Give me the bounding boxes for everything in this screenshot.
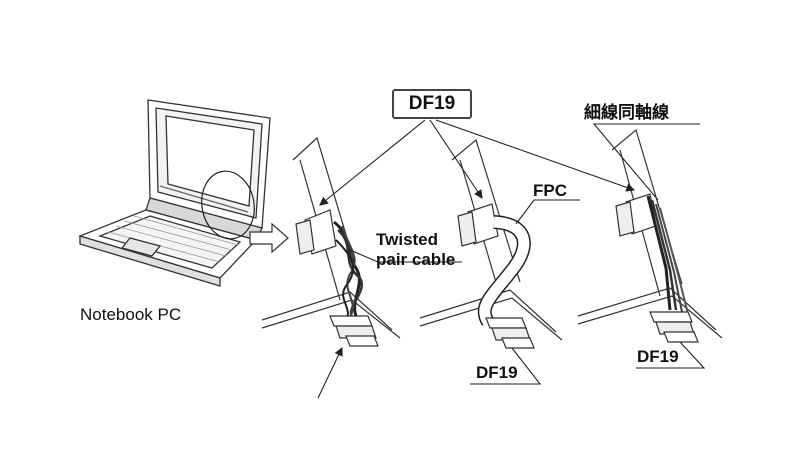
fine-coax-panel xyxy=(577,128,723,343)
twisted-pair-label-line2: pair cable xyxy=(376,249,456,269)
fpc-label: FPC xyxy=(533,181,567,200)
twisted-pair-panel xyxy=(261,136,401,347)
fine-coax-label: 細線同軸線 xyxy=(584,103,669,122)
twisted-pair-cable-label: Twisted pair cable xyxy=(376,230,455,269)
notebook-pc-illustration xyxy=(78,99,271,287)
df19-callout-label: DF19 xyxy=(408,93,456,114)
df19-callout-box: DF19 xyxy=(392,89,472,119)
fpc-panel xyxy=(419,138,563,349)
notebook-pc-label: Notebook PC xyxy=(80,305,182,324)
df19-middle-label: DF19 xyxy=(476,363,518,382)
right-arrow-icon xyxy=(249,222,289,254)
df19-right-label: DF19 xyxy=(637,347,679,366)
leader-lines xyxy=(317,119,706,399)
twisted-pair-label-line1: Twisted xyxy=(376,230,439,249)
